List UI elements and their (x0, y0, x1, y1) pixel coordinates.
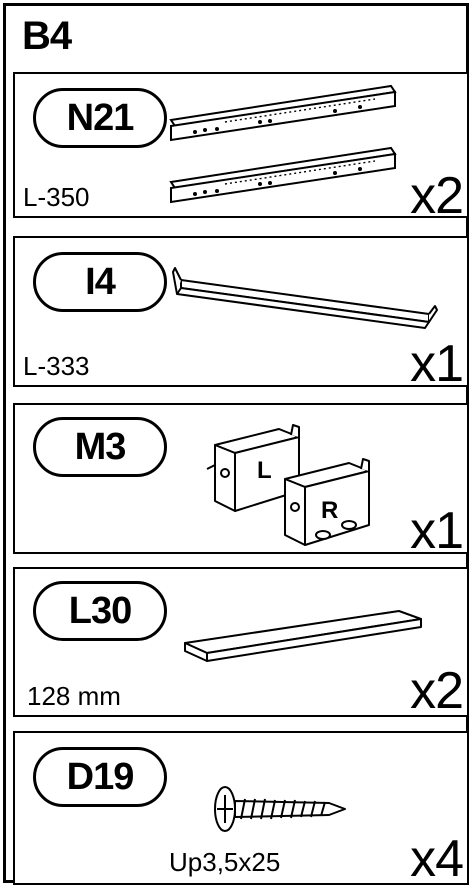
part-quantity: x2 (410, 167, 464, 225)
part-code-badge: L30 (33, 581, 167, 641)
part-spec: Up3,5x25 (169, 847, 281, 877)
part-panel-d19: D19 Up3,5x25 x4 (13, 731, 469, 885)
part-quantity: x1 (410, 502, 464, 560)
part-spec: L-333 (23, 351, 90, 381)
part-code-badge: M3 (33, 417, 167, 477)
part-panel-i4: I4 L-333 x1 (13, 236, 469, 393)
metal-rod-bracket-icon (172, 267, 438, 329)
part-panel-m3: M3 L R x1 (13, 403, 469, 560)
part-quantity: x1 (410, 335, 464, 393)
right-bracket-label: R (321, 497, 339, 524)
part-code-badge: I4 (33, 252, 167, 312)
part-quantity: x4 (410, 830, 464, 888)
part-quantity: x2 (410, 662, 464, 720)
part-code-badge: N21 (33, 88, 167, 148)
part-spec: 128 mm (27, 681, 121, 711)
part-code-badge: D19 (33, 747, 167, 807)
sheet-id: B4 (22, 14, 72, 58)
part-spec: L-350 (23, 182, 90, 212)
hanging-bracket-pair-icon (206, 424, 370, 546)
profile-handle-icon (184, 610, 422, 662)
part-panel-n21: N21 L-350 x2 (13, 72, 469, 222)
drawer-slide-rails-icon (169, 84, 397, 204)
part-panel-l30: L30 128 mm x2 (13, 567, 469, 717)
wood-screw-icon (214, 786, 346, 832)
left-bracket-label: L (257, 457, 272, 484)
